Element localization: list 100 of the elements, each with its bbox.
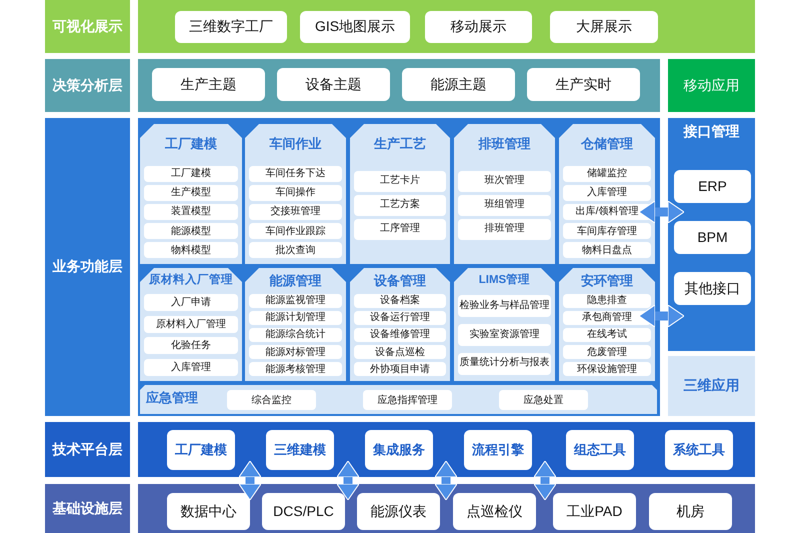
function-box: 流程引擎: [464, 430, 532, 470]
layer-label: 可视化展示: [45, 0, 130, 53]
layer-band: [138, 422, 755, 477]
function-box: 机房: [649, 493, 732, 530]
module-title: 生产工艺: [372, 137, 427, 152]
function-box: 物料模型: [144, 242, 238, 258]
module-title: 原材料入厂管理: [148, 274, 234, 287]
function-box: BPM: [674, 221, 751, 254]
function-box: 设备点巡检: [354, 345, 446, 360]
function-box: 车间库存管理: [563, 223, 651, 240]
function-box: 设备维修管理: [354, 328, 446, 342]
function-box: 承包商管理: [563, 310, 651, 325]
function-box: 原材料入厂管理: [144, 316, 238, 333]
module-title: 车间作业: [268, 137, 322, 152]
double-arrow: [238, 460, 262, 500]
function-box: 排班管理: [458, 219, 551, 240]
function-box: 入厂申请: [144, 294, 238, 312]
module-panel: [559, 268, 655, 381]
function-box: 装置模型: [144, 204, 238, 220]
module-title: 仓储管理: [580, 137, 634, 152]
function-box: 点巡检仪: [453, 493, 536, 530]
function-box: 系统工具: [665, 430, 733, 470]
function-box: 生产实时: [527, 68, 640, 101]
layer-band: [138, 59, 660, 112]
function-box: 三维建模: [266, 430, 334, 470]
function-box: 交接班管理: [249, 204, 342, 220]
module-panel: [454, 268, 555, 381]
function-box: 能源计划管理: [249, 310, 342, 325]
layer-band: [138, 118, 660, 416]
function-box: 设备主题: [277, 68, 390, 101]
panel-title: 接口管理: [682, 124, 740, 140]
function-box: 综合监控: [227, 390, 316, 410]
layer-band: [138, 0, 755, 53]
function-box: 入库管理: [144, 358, 238, 376]
function-box: 隐患排查: [563, 294, 651, 308]
double-arrow: [434, 460, 458, 500]
module-panel: [245, 124, 346, 264]
function-box: 设备运行管理: [354, 310, 446, 325]
function-box: 组态工具: [566, 430, 634, 470]
double-arrow: [638, 200, 684, 224]
function-box: 入库管理: [563, 184, 651, 201]
function-box: 工序管理: [354, 219, 446, 240]
module-panel: [140, 268, 242, 381]
layer-band: [138, 484, 755, 533]
module-panel: [350, 124, 450, 264]
module-title: 工厂建模: [164, 137, 218, 152]
function-box: ERP: [674, 170, 751, 203]
function-box: 批次查询: [249, 242, 342, 258]
function-box: 能源主题: [402, 68, 515, 101]
function-box: 生产模型: [144, 184, 238, 201]
function-box: 能源综合统计: [249, 328, 342, 342]
function-box: 能源模型: [144, 223, 238, 240]
function-box: 工艺方案: [354, 194, 446, 216]
function-box: 移动展示: [425, 11, 532, 43]
module-title: 排班管理: [477, 137, 532, 152]
function-box: 车间作业跟踪: [249, 223, 342, 240]
function-box: DCS/PLC: [262, 493, 345, 530]
function-box: 工艺卡片: [354, 170, 446, 192]
function-box: 能源监视管理: [249, 294, 342, 308]
function-box: 检验业务与样品管理: [458, 295, 551, 318]
double-arrow: [638, 304, 684, 328]
function-box: 外协项目申请: [354, 362, 446, 376]
function-box: 三维数字工厂: [175, 11, 287, 43]
function-box: 质量统计分析与报表: [458, 352, 551, 375]
function-box: 班组管理: [458, 194, 551, 216]
function-box: 能源仪表: [357, 493, 440, 530]
function-box: GIS地图展示: [300, 11, 410, 43]
module-title: 安环管理: [580, 274, 634, 288]
function-box: 工厂建模: [167, 430, 235, 470]
function-box: 危废管理: [563, 345, 651, 360]
function-box: 工厂建模: [144, 166, 238, 182]
module-panel: [559, 124, 655, 264]
function-box: 其他接口: [674, 272, 751, 305]
side-panel: 移动应用: [668, 59, 755, 112]
layer-label: 技术平台层: [45, 422, 130, 477]
function-box: 能源考核管理: [249, 362, 342, 376]
side-panel: 三维应用: [668, 356, 755, 416]
layer-label: 决策分析层: [45, 59, 130, 112]
module-panel: [245, 268, 346, 381]
function-box: 储罐监控: [563, 166, 651, 182]
function-box: 班次管理: [458, 170, 551, 192]
function-box: 车间操作: [249, 184, 342, 201]
panel-title: 应急管理: [146, 391, 198, 406]
function-box: 车间任务下达: [249, 166, 342, 182]
function-box: 实验室资源管理: [458, 324, 551, 346]
function-box: 生产主题: [152, 68, 265, 101]
module-panel: [140, 124, 242, 264]
function-box: 环保设施管理: [563, 362, 651, 376]
function-box: 集成服务: [365, 430, 433, 470]
function-box: 大屏展示: [550, 11, 658, 43]
function-box: 化验任务: [144, 337, 238, 354]
function-box: 物料日盘点: [563, 242, 651, 258]
double-arrow: [534, 460, 556, 500]
function-box: 在线考试: [563, 328, 651, 342]
function-box: 能源对标管理: [249, 345, 342, 360]
double-arrow: [336, 460, 360, 500]
module-title: 设备管理: [372, 274, 427, 288]
module-panel: [350, 268, 450, 381]
function-box: 应急处置: [499, 390, 588, 410]
function-box: 出库/领料管理: [563, 204, 651, 220]
